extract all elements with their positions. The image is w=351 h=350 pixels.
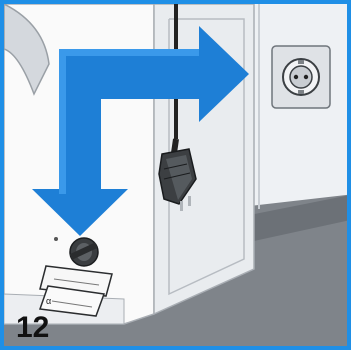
pump-filter-cap [70, 238, 98, 266]
step-number: 12 [16, 313, 68, 343]
svg-text:α: α [46, 296, 51, 306]
illustration-scene: α [4, 4, 351, 350]
power-outlet-icon [272, 46, 330, 108]
